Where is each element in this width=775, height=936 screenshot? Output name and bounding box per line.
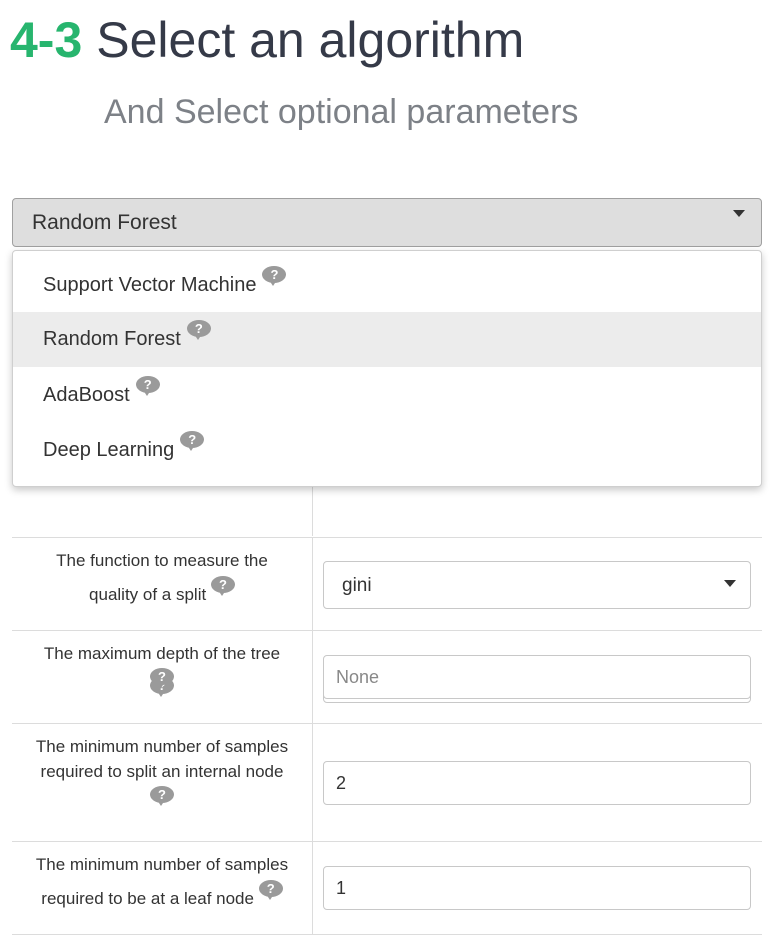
parameter-label: The function to measure the quality of a… [56, 551, 268, 604]
parameter-row-min-samples-split: The minimum number of samples required t… [12, 723, 762, 841]
max-depth-input[interactable]: None [323, 655, 751, 699]
title-text: Select an algorithm [96, 12, 525, 68]
help-icon[interactable]: ? [258, 880, 283, 900]
step-number: 4-3 [10, 12, 83, 68]
help-icon[interactable]: ? [262, 266, 287, 286]
parameter-label: The minimum number of samples required t… [12, 724, 312, 841]
option-deep-learning[interactable]: Deep Learning? [13, 422, 761, 477]
caret-down-icon [724, 580, 736, 587]
caret-down-icon [733, 210, 745, 217]
parameter-row-max-depth: The maximum depth of the tree ? None [12, 630, 762, 723]
page-subtitle: And Select optional parameters [104, 93, 579, 131]
option-adaboost[interactable]: AdaBoost? [13, 367, 761, 422]
help-icon[interactable]: ? [135, 376, 160, 396]
min-samples-split-input[interactable]: 2 [323, 761, 751, 805]
help-icon[interactable]: ? [150, 668, 174, 688]
help-icon[interactable]: ? [180, 431, 205, 451]
min-samples-leaf-input[interactable]: 1 [323, 866, 751, 910]
parameter-row-criterion: The function to measure the quality of a… [12, 537, 762, 630]
parameter-label: The minimum number of samples required t… [35, 855, 289, 908]
option-support-vector-machine[interactable]: Support Vector Machine? [13, 254, 761, 309]
parameter-label: The maximum depth of the tree ? [12, 631, 312, 723]
algorithm-select[interactable]: Random Forest [12, 198, 762, 247]
help-icon[interactable]: ? [210, 576, 235, 596]
algorithm-select-value: Random Forest [32, 211, 177, 234]
option-random-forest[interactable]: Random Forest? [13, 312, 761, 367]
criterion-select[interactable]: gini [323, 561, 751, 609]
help-icon[interactable]: ? [150, 786, 174, 806]
algorithm-dropdown-menu: Support Vector Machine? Random Forest? A… [12, 250, 762, 487]
parameter-row-min-samples-leaf: The minimum number of samples required t… [12, 841, 762, 935]
help-icon[interactable]: ? [186, 320, 211, 340]
